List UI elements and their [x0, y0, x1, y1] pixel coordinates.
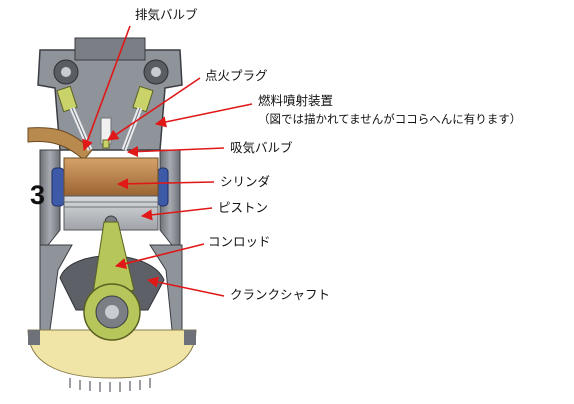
spark-plug: [100, 117, 112, 149]
arrow-intake-valve: [126, 145, 225, 158]
label-connecting-rod: コンロッド: [208, 234, 271, 249]
label-piston: ピストン: [218, 200, 269, 215]
label-crankshaft: クランクシャフト: [230, 287, 331, 302]
cylinder: [63, 157, 159, 197]
intake-port: [27, 127, 93, 161]
annotation-arrows: [82, 25, 253, 297]
connecting-rod: [83, 221, 141, 341]
crankcase: [27, 244, 197, 392]
arrow-cylinder: [116, 178, 215, 190]
label-exhaust-valve: 排気バルブ: [135, 7, 198, 22]
label-spark-plug: 点火プラグ: [205, 68, 268, 83]
arrow-exhaust-valve: [82, 25, 131, 152]
arrow-spark-plug: [107, 77, 201, 141]
label-fuel-injector: 燃料噴射装置: [258, 93, 334, 108]
intake-valve: [121, 85, 154, 151]
stage-number: 3: [30, 180, 46, 210]
label-intake-valve: 吸気バルブ: [230, 140, 293, 155]
arrow-fuel-injector: [154, 103, 253, 128]
cylinder-head: [37, 37, 183, 151]
arrow-connecting-rod: [114, 243, 205, 269]
label-cylinder: シリンダ: [220, 174, 271, 189]
arrow-crankshaft: [146, 276, 225, 297]
arrow-piston: [140, 207, 213, 221]
label-fuel-injector-note: （図では描かれてませんがココらへんに有ります）: [258, 112, 522, 126]
